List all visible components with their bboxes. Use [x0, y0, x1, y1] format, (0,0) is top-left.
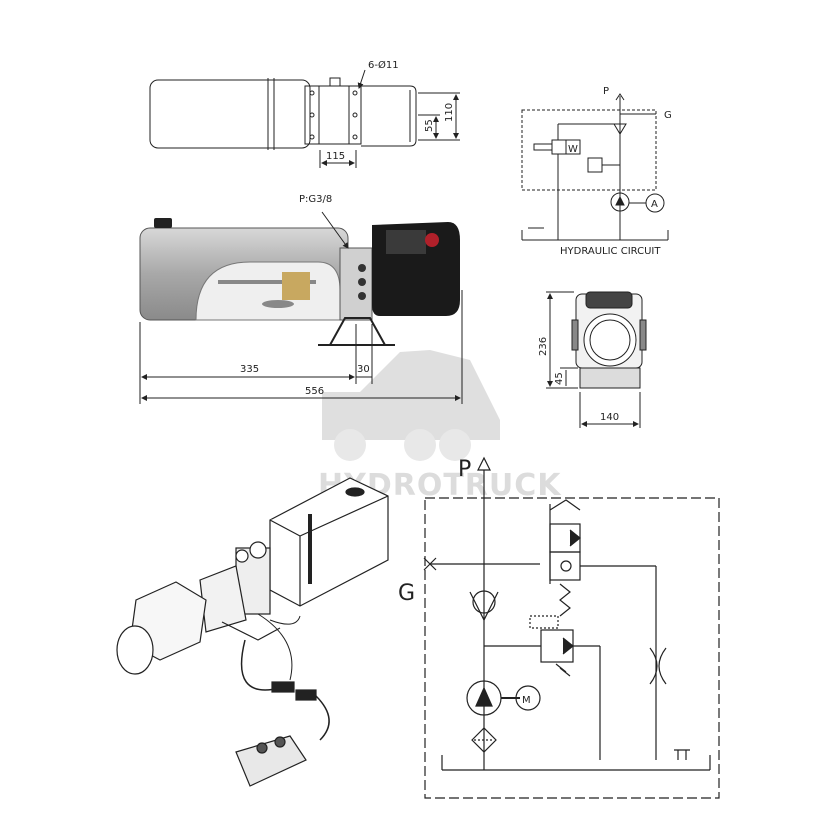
dim-55: 55 [424, 119, 435, 132]
iso-remote-control [235, 735, 307, 787]
truck-icon [322, 350, 500, 461]
dim-140: 140 [600, 412, 619, 423]
dim-115: 115 [326, 151, 345, 162]
dim-45: 45 [554, 372, 565, 385]
dim-335: 335 [240, 364, 259, 375]
large-hydraulic-circuit [423, 456, 720, 799]
iso-tank [269, 477, 389, 607]
large-label-p: P [458, 457, 471, 482]
small-label-a: A [651, 199, 658, 210]
small-circuit-caption: HYDRAULIC CIRCUIT [560, 246, 661, 257]
small-label-w: W [568, 144, 578, 155]
small-label-g: G [664, 110, 672, 121]
large-label-m: M [522, 695, 531, 706]
pump-element [282, 272, 310, 300]
large-label-g: G [398, 581, 415, 606]
dim-110: 110 [444, 103, 455, 122]
isometric-pump-unit [116, 477, 389, 787]
top-view-drawing [149, 69, 460, 168]
side-view-dimensions [139, 290, 463, 404]
filler-cap [154, 218, 172, 228]
dim-236: 236 [538, 337, 549, 356]
motor-terminal [425, 233, 439, 247]
mounting-holes-label: 6-Ø11 [368, 59, 399, 71]
end-view-drawing [546, 291, 647, 428]
dim-30: 30 [357, 364, 370, 375]
small-hydraulic-circuit [521, 93, 669, 241]
pressure-port-label: P:G3/8 [299, 194, 332, 205]
dim-556: 556 [305, 386, 324, 397]
small-label-p: P [603, 86, 609, 97]
side-view-drawing [139, 211, 460, 346]
